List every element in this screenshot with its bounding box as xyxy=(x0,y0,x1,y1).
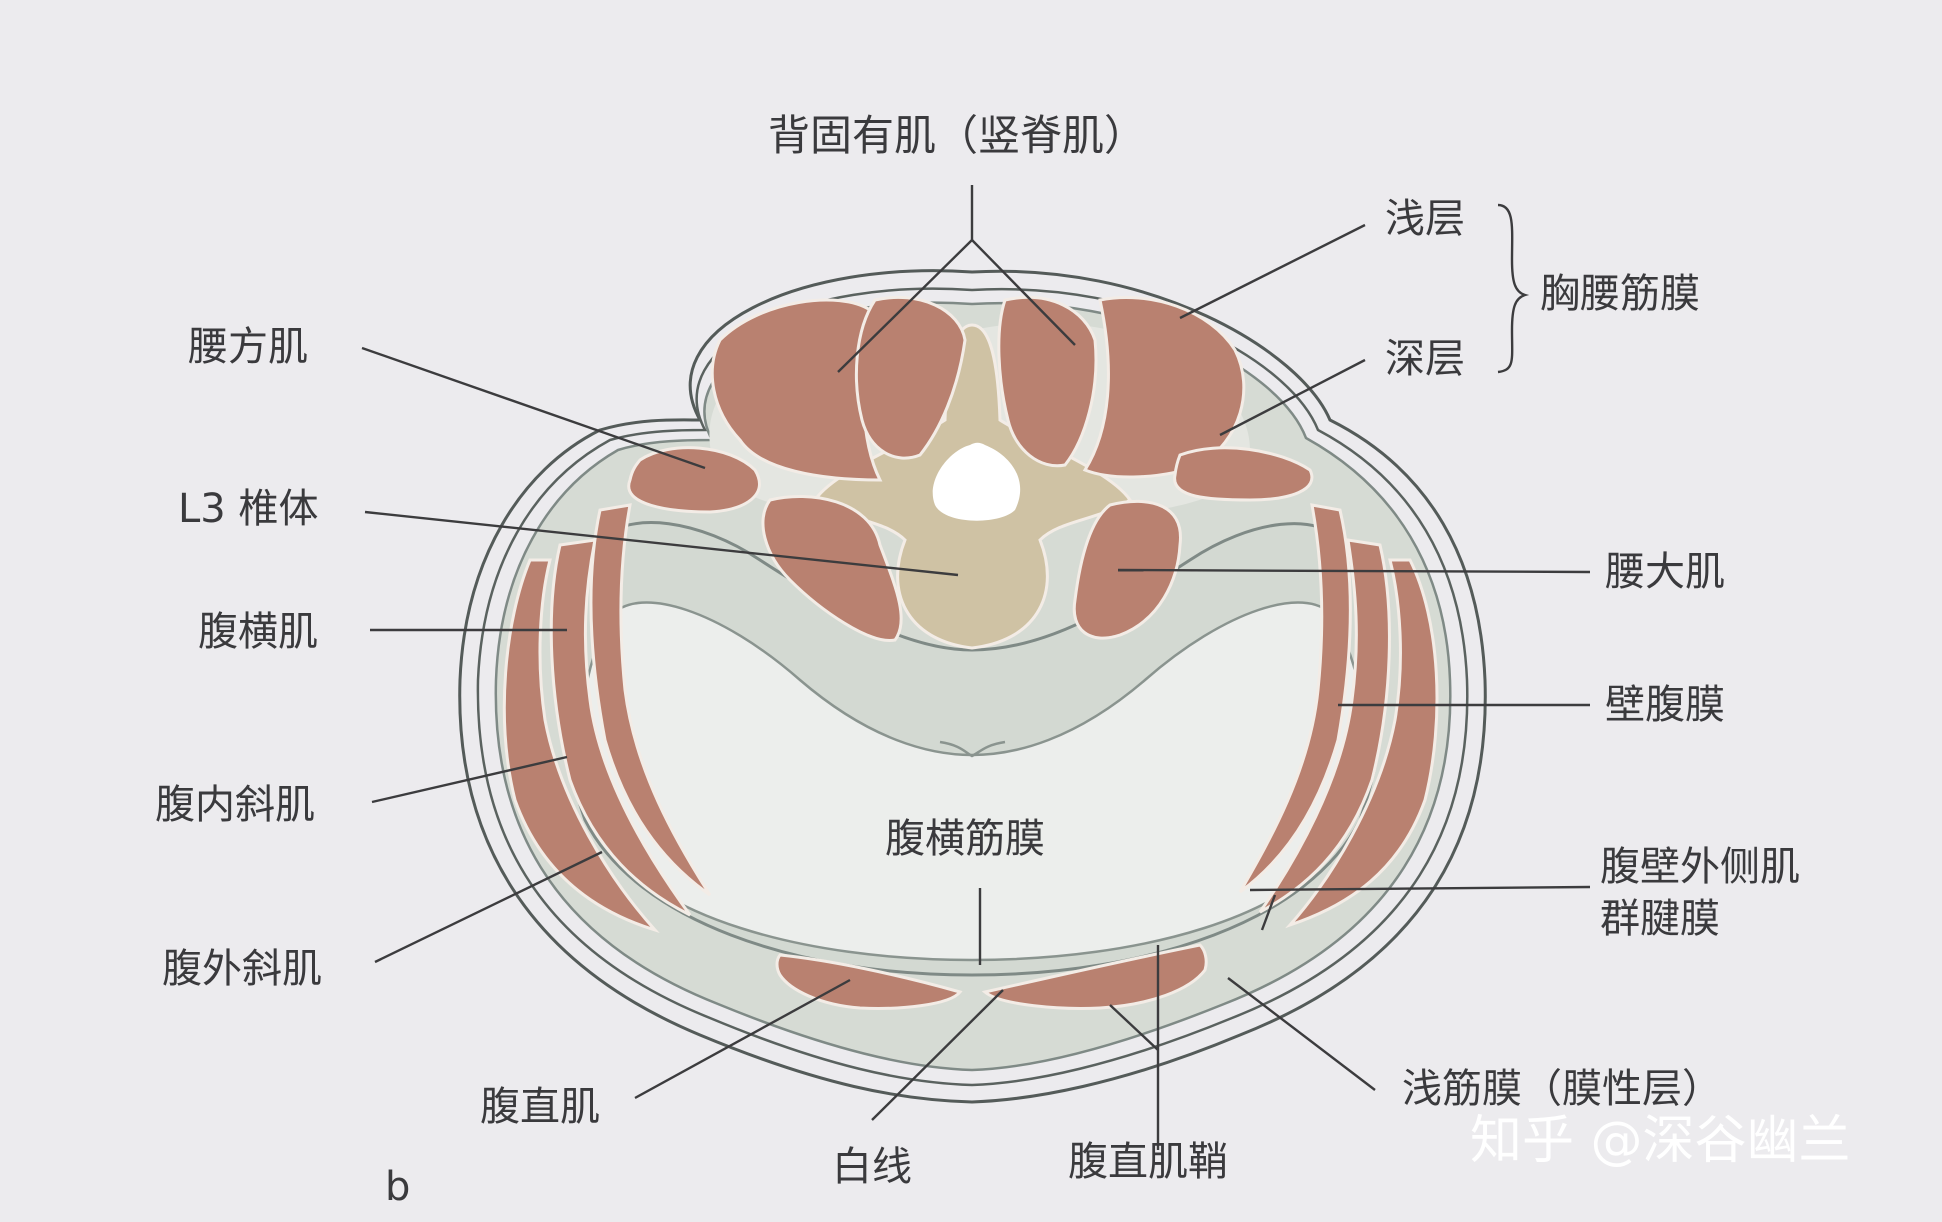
rectus-abdominis-right xyxy=(981,943,1208,1010)
panel-letter: b xyxy=(385,1164,410,1210)
label-l3-vertebra: L3 椎体 xyxy=(178,486,318,532)
leader-lateral-aponeurosis-2 xyxy=(1260,894,1277,931)
external-oblique-left xyxy=(502,558,660,934)
label-parietal-peritoneum: 壁腹膜 xyxy=(1605,682,1725,728)
leader-rectus-sheath-diag xyxy=(1109,1004,1159,1051)
leader-linea-alba xyxy=(871,989,1004,1121)
leader-internal-oblique xyxy=(371,755,568,804)
label-external-oblique: 腹外斜肌 xyxy=(162,946,322,992)
skin-outline xyxy=(458,269,1487,1104)
vertebral-canal xyxy=(932,442,1021,521)
label-quadratus-lumborum: 腰方肌 xyxy=(188,324,308,370)
leader-deep-layer xyxy=(1219,358,1366,437)
leader-lines xyxy=(361,185,1591,1150)
label-psoas-major: 腰大肌 xyxy=(1605,549,1725,595)
leader-lateral-aponeurosis xyxy=(1249,885,1591,892)
labels: 背固有肌（竖脊肌） 浅层 胸腰筋膜 深层 腰方肌 L3 椎体 腰大肌 腹横肌 壁… xyxy=(155,111,1851,1210)
leader-external-oblique xyxy=(374,850,603,964)
external-oblique-right xyxy=(1285,558,1439,929)
transversus-abdominis-left xyxy=(589,503,712,897)
leader-superficial-fascia xyxy=(1227,977,1376,1091)
label-erector-spinae: 背固有肌（竖脊肌） xyxy=(768,111,1146,160)
label-transversalis-fascia: 腹横筋膜 xyxy=(885,816,1045,862)
label-rectus-sheath: 腹直肌鞘 xyxy=(1068,1139,1228,1185)
leader-erector-right xyxy=(971,239,1076,346)
leader-erector-left xyxy=(837,239,973,373)
label-internal-oblique: 腹内斜肌 xyxy=(155,782,315,828)
quadratus-lumborum-left xyxy=(627,446,761,514)
mesentery-root xyxy=(939,740,1006,758)
label-transversus-abdominis: 腹横肌 xyxy=(198,609,318,655)
label-rectus-abdominis: 腹直肌 xyxy=(480,1084,600,1130)
internal-oblique-left xyxy=(549,538,692,917)
leader-l3 xyxy=(364,510,959,577)
leader-superficial-layer xyxy=(1179,223,1366,320)
psoas-major-left xyxy=(761,494,903,642)
label-lateral-aponeurosis-line2: 群腱膜 xyxy=(1600,896,1720,942)
quadratus-lumborum-right xyxy=(1173,446,1314,502)
internal-oblique-right xyxy=(1258,538,1391,914)
leader-quadratus xyxy=(361,346,706,470)
leader-rectus xyxy=(634,978,851,1100)
leader-psoas xyxy=(1117,568,1591,574)
thoracolumbar-brace xyxy=(1497,203,1530,374)
transversus-abdominis-right xyxy=(1238,503,1352,894)
watermark: 知乎 @深谷幽兰 xyxy=(1470,1111,1851,1171)
label-linea-alba: 白线 xyxy=(832,1144,912,1190)
erector-spinae-right-medial xyxy=(997,295,1098,468)
label-superficial-fascia: 浅筋膜（膜性层） xyxy=(1402,1066,1722,1112)
label-lateral-aponeurosis-line1: 腹壁外侧肌 xyxy=(1600,844,1800,890)
label-deep-layer: 深层 xyxy=(1385,336,1465,382)
label-superficial-layer: 浅层 xyxy=(1385,196,1465,242)
erector-spinae-left-medial xyxy=(854,295,967,460)
erector-spinae-left-lateral xyxy=(710,298,883,482)
label-thoracolumbar-fascia: 胸腰筋膜 xyxy=(1540,271,1700,317)
